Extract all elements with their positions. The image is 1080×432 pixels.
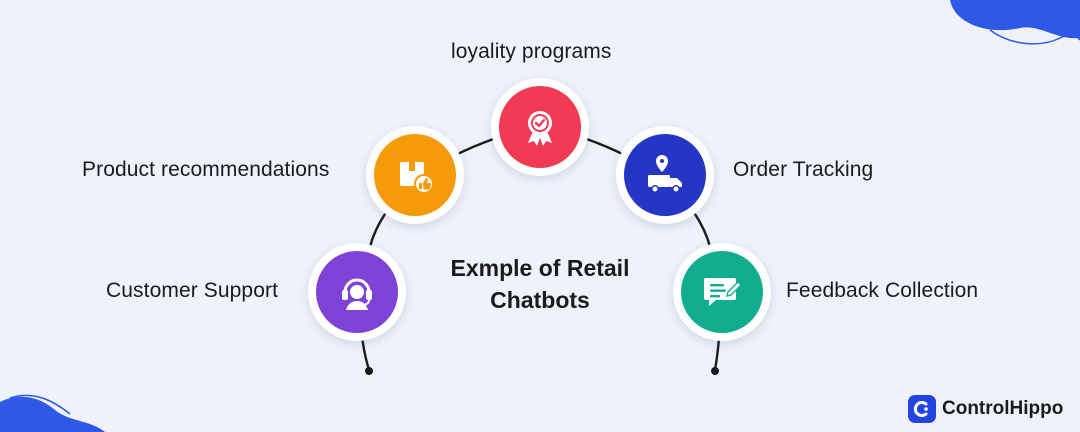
- customer-support-node: [308, 243, 406, 341]
- order-tracking-circle: [624, 134, 706, 216]
- diagram-title-line-2: Chatbots: [490, 287, 590, 313]
- loyalty-programs-circle: [499, 86, 581, 168]
- brand-name: ControlHippo: [942, 398, 1064, 419]
- customer-support-label: Customer Support: [106, 279, 279, 302]
- product-recommendations-label: Product recommendations: [82, 158, 330, 181]
- diagram-title: Exmple of Retail Chatbots: [420, 252, 660, 316]
- order-tracking-label: Order Tracking: [733, 158, 874, 181]
- feedback-collection-circle: [681, 251, 763, 333]
- customer-support-circle: [316, 251, 398, 333]
- bottom-left-decoration: [0, 394, 105, 432]
- feedback-collection-label: Feedback Collection: [786, 279, 979, 302]
- controlhippo-logo-icon: [908, 395, 936, 423]
- loyalty-programs-label: loyality programs: [451, 40, 612, 63]
- award-badge-icon: [528, 111, 552, 146]
- product-recommendations-node: [366, 126, 464, 224]
- delivery-truck-icon: [648, 155, 682, 193]
- feedback-collection-node: [673, 243, 771, 341]
- brand-logo-block: ControlHippo: [908, 394, 1063, 424]
- loyalty-programs-node: [491, 78, 589, 176]
- feedback-chat-icon: [704, 278, 742, 306]
- top-right-decoration: [950, 0, 1080, 45]
- order-tracking-node: [616, 126, 714, 224]
- box-thumbs-up-icon: [400, 162, 434, 194]
- headset-icon: [342, 278, 372, 310]
- diagram-title-line-1: Exmple of Retail: [450, 255, 630, 281]
- product-recommendations-circle: [374, 134, 456, 216]
